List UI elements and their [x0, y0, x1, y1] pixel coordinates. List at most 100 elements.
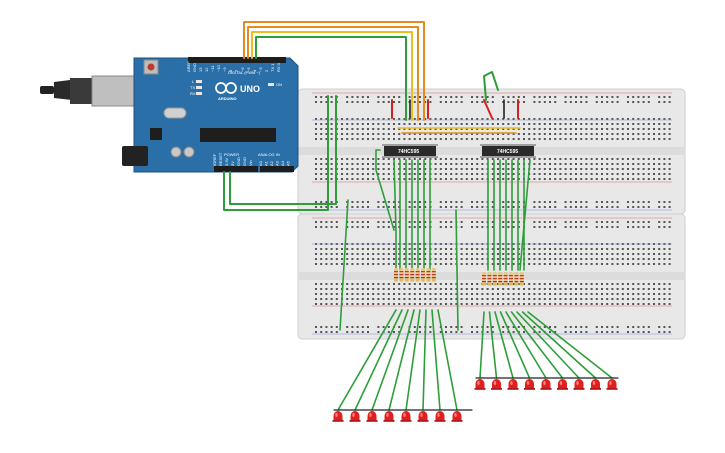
- bb-hole[interactable]: [642, 221, 645, 223]
- bb-hole[interactable]: [439, 168, 442, 170]
- bb-hole[interactable]: [647, 226, 650, 228]
- bb-hole[interactable]: [606, 303, 609, 305]
- bb-hole[interactable]: [637, 206, 640, 208]
- bb-hole[interactable]: [455, 96, 458, 98]
- bb-hole[interactable]: [642, 206, 645, 208]
- bb-hole[interactable]: [465, 158, 468, 160]
- bb-hole[interactable]: [413, 221, 416, 223]
- bb-hole[interactable]: [554, 331, 557, 333]
- bb-hole[interactable]: [481, 253, 484, 255]
- bb-hole[interactable]: [512, 118, 515, 120]
- bb-hole[interactable]: [346, 326, 349, 328]
- bb-hole[interactable]: [361, 201, 364, 203]
- resistor[interactable]: [404, 268, 409, 282]
- bb-hole[interactable]: [476, 221, 479, 223]
- bb-hole[interactable]: [465, 253, 468, 255]
- bb-hole[interactable]: [647, 163, 650, 165]
- bb-hole[interactable]: [580, 293, 583, 295]
- led[interactable]: [349, 411, 361, 422]
- bb-hole[interactable]: [419, 293, 421, 295]
- bb-hole[interactable]: [393, 283, 395, 285]
- bb-hole[interactable]: [507, 326, 510, 328]
- bb-hole[interactable]: [543, 303, 546, 305]
- bb-hole[interactable]: [361, 96, 364, 98]
- bb-hole[interactable]: [642, 331, 645, 333]
- bb-hole[interactable]: [549, 331, 551, 333]
- bb-hole[interactable]: [351, 168, 354, 170]
- bb-hole[interactable]: [554, 128, 557, 130]
- bb-hole[interactable]: [538, 158, 541, 160]
- bb-hole[interactable]: [528, 178, 531, 180]
- bb-hole[interactable]: [465, 303, 468, 305]
- bb-hole[interactable]: [637, 258, 640, 260]
- bb-hole[interactable]: [346, 158, 349, 160]
- bb-hole[interactable]: [627, 133, 629, 135]
- bb-hole[interactable]: [341, 133, 343, 135]
- bb-hole[interactable]: [606, 96, 609, 98]
- orange-wire-inner[interactable]: [247, 26, 419, 121]
- bb-hole[interactable]: [554, 163, 557, 165]
- bb-hole[interactable]: [325, 173, 328, 175]
- bb-hole[interactable]: [445, 263, 447, 265]
- bb-hole[interactable]: [450, 163, 453, 165]
- bb-hole[interactable]: [351, 226, 354, 228]
- bb-hole[interactable]: [647, 258, 650, 260]
- bb-hole[interactable]: [424, 288, 427, 290]
- bb-hole[interactable]: [434, 263, 437, 265]
- bb-hole[interactable]: [387, 258, 390, 260]
- bb-hole[interactable]: [356, 168, 359, 170]
- bb-hole[interactable]: [325, 138, 328, 140]
- bb-hole[interactable]: [642, 283, 645, 285]
- bb-hole[interactable]: [455, 303, 458, 305]
- bb-hole[interactable]: [502, 173, 505, 175]
- bb-hole[interactable]: [387, 201, 390, 203]
- bb-hole[interactable]: [341, 158, 343, 160]
- bb-hole[interactable]: [367, 173, 369, 175]
- bb-hole[interactable]: [538, 133, 541, 135]
- bb-hole[interactable]: [653, 248, 655, 250]
- bb-hole[interactable]: [486, 293, 489, 295]
- bb-hole[interactable]: [486, 133, 489, 135]
- bb-hole[interactable]: [382, 221, 385, 223]
- bb-hole[interactable]: [460, 248, 463, 250]
- bb-hole[interactable]: [658, 221, 661, 223]
- bb-hole[interactable]: [429, 118, 432, 120]
- bb-hole[interactable]: [356, 303, 359, 305]
- bb-hole[interactable]: [559, 248, 562, 250]
- bb-hole[interactable]: [601, 326, 603, 328]
- bb-hole[interactable]: [471, 331, 473, 333]
- bb-hole[interactable]: [408, 173, 411, 175]
- bb-hole[interactable]: [486, 118, 489, 120]
- bb-hole[interactable]: [398, 288, 401, 290]
- bb-hole[interactable]: [429, 326, 432, 328]
- bb-hole[interactable]: [419, 326, 421, 328]
- bb-hole[interactable]: [476, 326, 479, 328]
- bb-hole[interactable]: [476, 263, 479, 265]
- bb-hole[interactable]: [315, 298, 317, 300]
- bb-hole[interactable]: [356, 96, 359, 98]
- bb-hole[interactable]: [517, 96, 520, 98]
- bb-hole[interactable]: [653, 293, 655, 295]
- bb-hole[interactable]: [387, 303, 390, 305]
- bb-hole[interactable]: [387, 101, 390, 103]
- bb-hole[interactable]: [398, 96, 401, 98]
- bb-hole[interactable]: [346, 163, 349, 165]
- bb-hole[interactable]: [575, 201, 577, 203]
- bb-hole[interactable]: [491, 303, 494, 305]
- bb-hole[interactable]: [642, 168, 645, 170]
- bb-hole[interactable]: [632, 303, 635, 305]
- bb-hole[interactable]: [658, 326, 661, 328]
- bb-hole[interactable]: [507, 168, 510, 170]
- bb-hole[interactable]: [429, 96, 432, 98]
- bb-hole[interactable]: [528, 138, 531, 140]
- bb-hole[interactable]: [621, 303, 624, 305]
- bb-hole[interactable]: [538, 163, 541, 165]
- bb-hole[interactable]: [601, 248, 603, 250]
- bb-hole[interactable]: [601, 303, 603, 305]
- bb-hole[interactable]: [413, 206, 416, 208]
- bb-hole[interactable]: [361, 248, 364, 250]
- bb-hole[interactable]: [637, 201, 640, 203]
- bb-hole[interactable]: [502, 138, 505, 140]
- bb-hole[interactable]: [575, 123, 577, 125]
- bb-hole[interactable]: [439, 173, 442, 175]
